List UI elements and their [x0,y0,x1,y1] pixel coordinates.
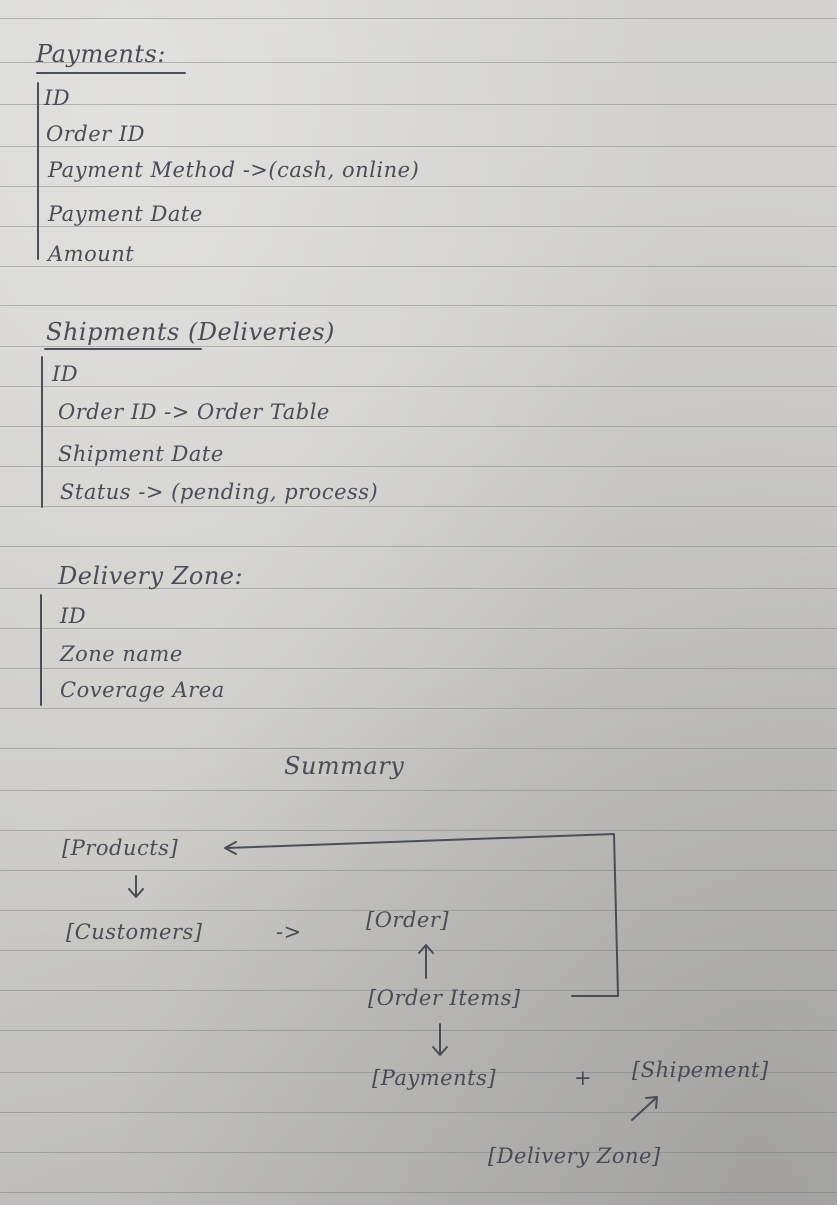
summary-heading: Summary [284,752,405,780]
plus-sign: + [574,1066,593,1090]
node-order: [Order] [366,908,450,932]
delivery-zone-heading: Delivery Zone: [58,562,244,590]
shipments-field: Shipment Date [58,442,224,466]
delivery-zone-bracket [40,594,42,706]
payments-bracket [37,82,39,260]
node-order-items: [Order Items] [368,986,521,1010]
delivery-zone-field: Coverage Area [60,678,225,702]
node-shipment: [Shipement] [632,1058,769,1082]
payments-heading: Payments: [36,40,166,68]
shipments-heading: Shipments (Deliveries) [46,318,335,346]
payments-field: Order ID [46,122,145,146]
payments-field: Payment Date [48,202,203,226]
node-customers: [Customers] [66,920,203,944]
payments-heading-underline [36,72,186,74]
payments-field: Payment Method ->(cash, online) [48,158,420,182]
shipments-field: ID [52,362,79,386]
customers-to-order-arrow: -> [276,920,302,944]
node-delivery-zone: [Delivery Zone] [488,1144,661,1168]
shipments-field: Status -> (pending, process) [60,480,379,504]
payments-field: ID [44,86,71,110]
delivery-zone-field: ID [60,604,87,628]
node-payments: [Payments] [372,1066,497,1090]
shipments-field: Order ID -> Order Table [58,400,330,424]
delivery-zone-field: Zone name [60,642,183,666]
shipments-bracket [41,356,43,508]
node-products: [Products] [62,836,179,860]
shipments-heading-underline [44,348,202,350]
payments-field: Amount [48,242,135,266]
